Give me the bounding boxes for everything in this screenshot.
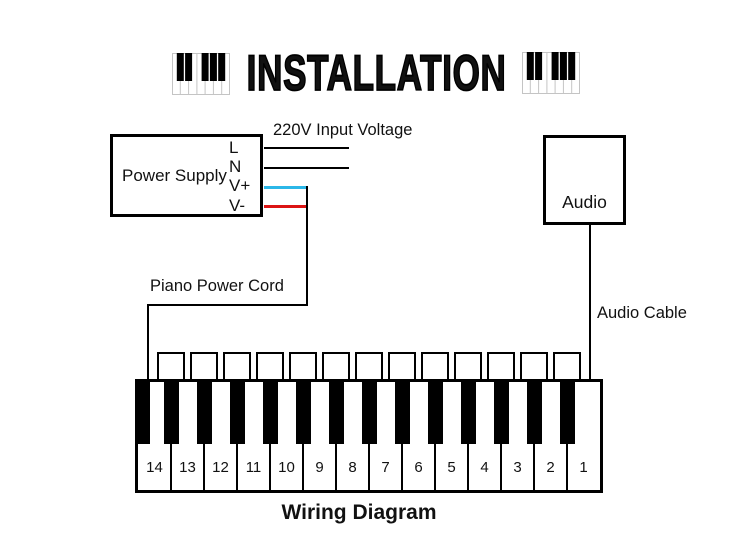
- audio-box: Audio: [543, 135, 626, 225]
- connector-tab: [388, 352, 416, 381]
- black-key: [527, 382, 542, 444]
- power-cord-segment-across: [147, 304, 308, 306]
- white-key-number: 12: [212, 458, 229, 476]
- white-key-number: 11: [245, 458, 262, 476]
- power-supply-terminals: L N V+ V-: [229, 138, 260, 215]
- black-key: [494, 382, 509, 444]
- white-key-divider: [368, 444, 370, 490]
- connector-tab: [190, 352, 218, 381]
- white-key-number: 3: [513, 458, 522, 476]
- black-key: [329, 382, 344, 444]
- white-key-divider: [566, 444, 568, 490]
- terminal-n-label: N: [229, 157, 242, 177]
- black-key: [428, 382, 443, 444]
- v-plus-wire: [264, 186, 308, 189]
- page-title-text: INSTALLATION: [246, 45, 507, 101]
- black-key-edge: [138, 382, 150, 444]
- audio-cable-label: Audio Cable: [597, 304, 687, 322]
- audio-label: Audio: [562, 192, 607, 212]
- white-key-number: 1: [579, 458, 588, 476]
- page-title: INSTALLATION: [228, 45, 526, 101]
- connector-tab: [256, 352, 284, 381]
- connector-tab: [157, 352, 185, 381]
- connector-tab: [487, 352, 515, 381]
- power-supply-label: Power Supply: [122, 165, 227, 185]
- diagram-caption: Wiring Diagram: [281, 501, 437, 524]
- white-key-divider: [434, 444, 436, 490]
- terminal-vplus-label: V+: [229, 176, 251, 196]
- connector-tab: [322, 352, 350, 381]
- black-key: [296, 382, 311, 444]
- white-key-number: 10: [278, 458, 295, 476]
- white-key-divider: [467, 444, 469, 490]
- piano-power-cord-label: Piano Power Cord: [150, 277, 284, 295]
- black-key: [461, 382, 476, 444]
- black-key: [197, 382, 212, 444]
- white-key-number: 2: [546, 458, 555, 476]
- input-voltage-label: 220V Input Voltage: [273, 121, 413, 139]
- white-key-divider: [269, 444, 271, 490]
- power-supply-box: Power Supply L N V+ V-: [110, 134, 263, 217]
- piano-keys-icon: [172, 53, 230, 95]
- white-key-divider: [533, 444, 535, 490]
- connector-tab: [454, 352, 482, 381]
- white-key-divider: [500, 444, 502, 490]
- connector-tab: [520, 352, 548, 381]
- piano-keyboard: 14 13 12 11 10 9 8 7 6 5 4 3 2 1: [135, 352, 603, 493]
- black-key: [395, 382, 410, 444]
- white-key-number: 13: [179, 458, 196, 476]
- power-cord-segment-down: [306, 186, 308, 306]
- white-key-divider: [203, 444, 205, 490]
- white-key-number: 14: [146, 458, 163, 476]
- white-key-divider: [335, 444, 337, 490]
- terminal-l-label: L: [229, 138, 239, 157]
- black-key: [263, 382, 278, 444]
- l-wire: [264, 147, 349, 149]
- connector-tab: [223, 352, 251, 381]
- white-key-number: 4: [480, 458, 489, 476]
- audio-cable-line: [589, 225, 591, 379]
- piano-keys-icon: [522, 52, 580, 94]
- white-key-number: 5: [447, 458, 456, 476]
- n-wire: [264, 167, 349, 169]
- white-key-number: 6: [414, 458, 423, 476]
- white-key-number: 8: [348, 458, 357, 476]
- white-key-divider: [170, 444, 172, 490]
- power-cord-segment-to-keyboard: [147, 304, 149, 379]
- black-key: [230, 382, 245, 444]
- connector-tab: [289, 352, 317, 381]
- connector-tab: [355, 352, 383, 381]
- connector-tab: [421, 352, 449, 381]
- white-key-number: 9: [315, 458, 324, 476]
- white-key-divider: [401, 444, 403, 490]
- terminal-vminus-label: V-: [229, 195, 246, 215]
- black-key: [362, 382, 377, 444]
- connector-tab: [553, 352, 581, 381]
- black-key: [164, 382, 179, 444]
- white-key-divider: [302, 444, 304, 490]
- white-key-divider: [236, 444, 238, 490]
- white-key-number: 7: [381, 458, 390, 476]
- v-minus-wire: [264, 205, 308, 208]
- black-key: [560, 382, 575, 444]
